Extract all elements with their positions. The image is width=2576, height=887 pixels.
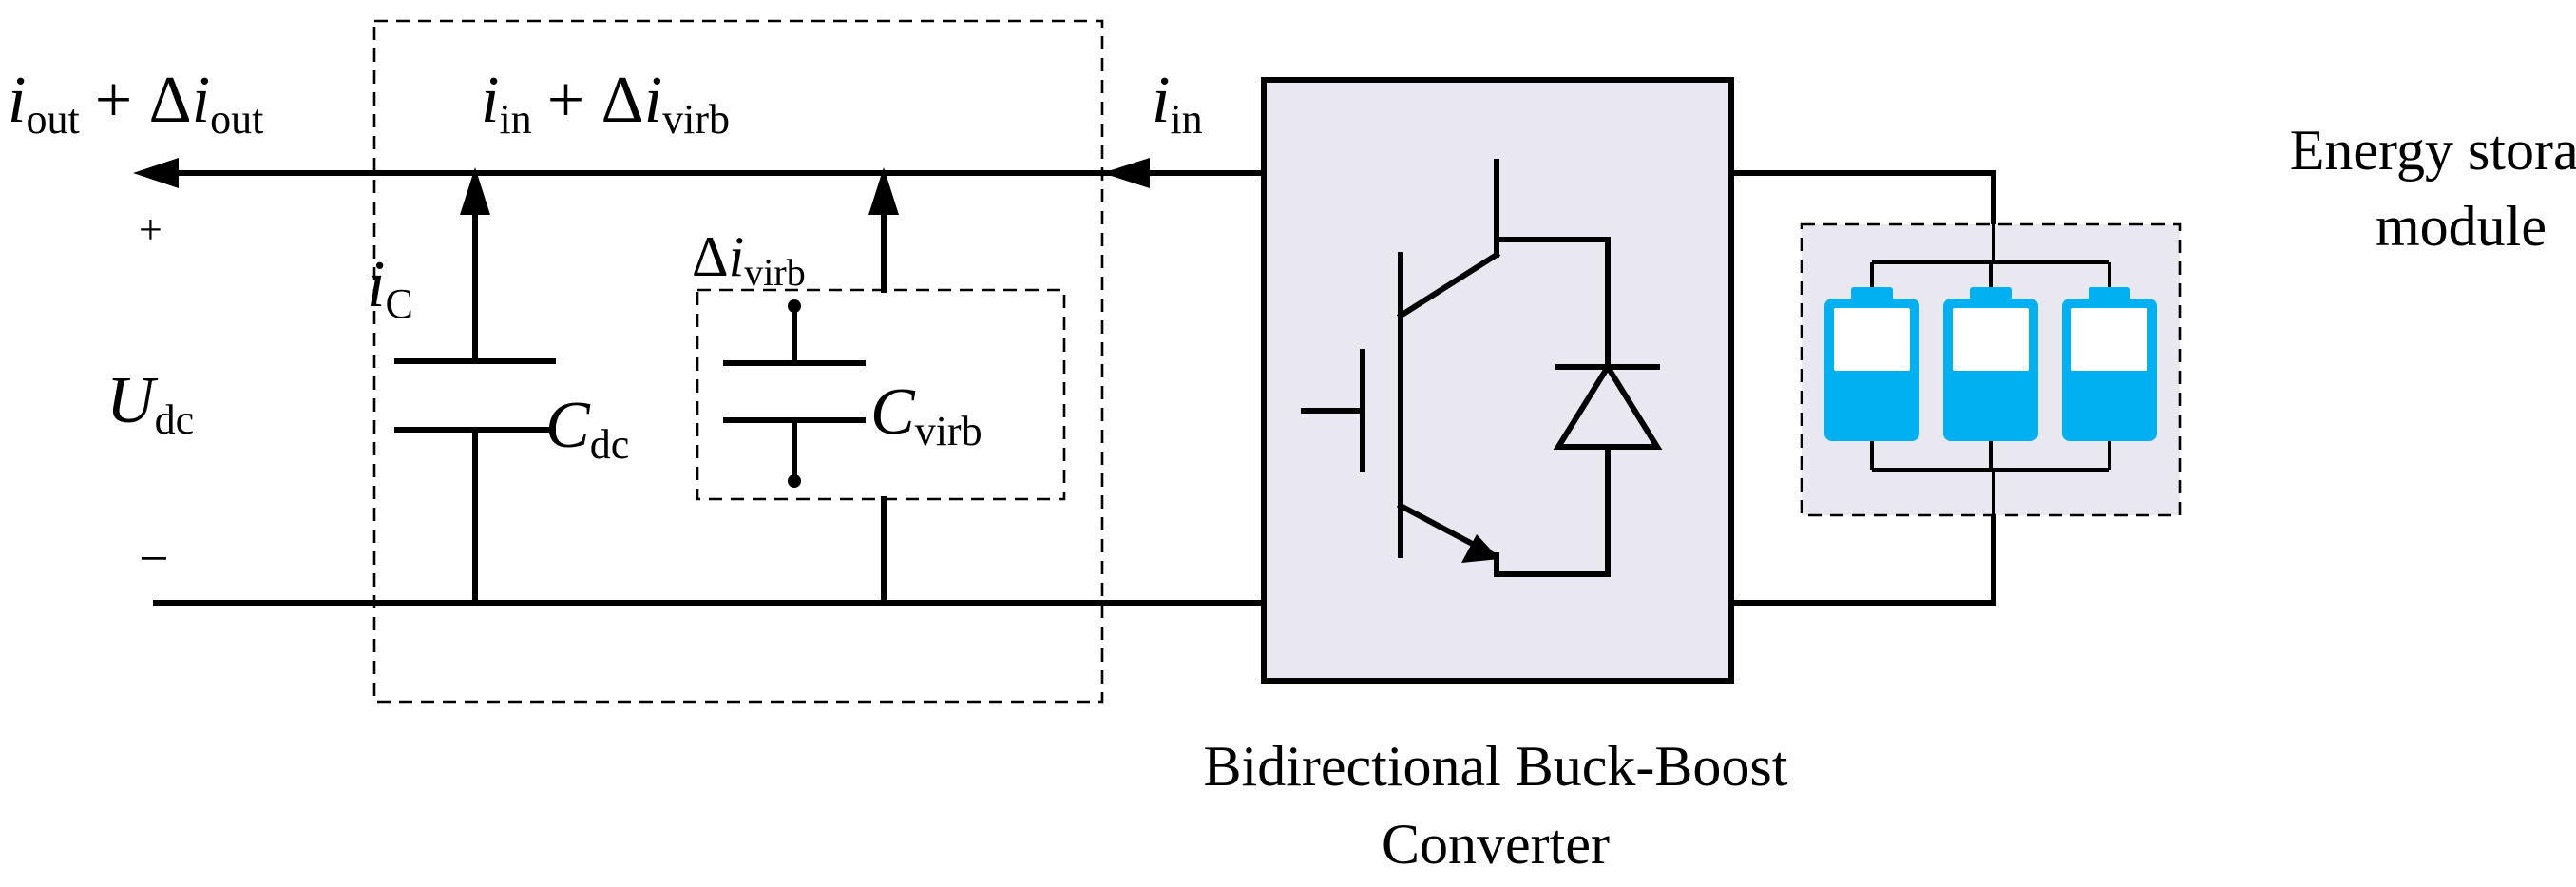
label-udc: Udc [106,364,194,443]
delta-ivirb-arrow [868,167,899,215]
battery-2-terminal [1970,287,2012,300]
label-cvirb: Cvirb [870,376,983,454]
battery-1-terminal [1851,287,1893,300]
storage-bottom-wire [1728,512,1996,606]
label-minus-terminal: − [139,530,169,588]
label-converter-line1: Bidirectional Buck-Boost [1204,735,1788,798]
igbt-emitter-arrow [1461,534,1499,563]
input-current-arrow [1102,158,1150,188]
cvirb-upper-node [788,299,801,313]
ic-current-arrow [460,167,490,215]
label-storage-line1: Energy storage [2290,119,2576,182]
label-i-out-plus-delta: iout+ Δiout [8,64,263,143]
dc-link-dashed-box [372,19,1104,704]
storage-top-wire [1728,170,1996,227]
label-converter-line2: Converter [1382,813,1610,876]
label-ic: iC [367,248,413,327]
label-cdc: Cdc [545,389,629,468]
label-delta-i-virb: Δivirb [692,225,806,294]
battery-2-empty-level [1953,308,2029,371]
output-current-arrow [133,158,179,188]
battery-3-terminal [2089,287,2130,300]
label-storage-line2: module [2376,195,2547,258]
battery-1-empty-level [1834,308,1910,371]
battery-3-empty-level [2071,308,2147,371]
label-i-in: iin [1152,64,1203,143]
diode-icon [1553,361,1663,450]
label-plus-terminal: + [139,206,162,253]
label-i-in-plus-delta-virb: iin+ Δivirb [481,64,730,143]
igbt-collector-diag [1396,250,1501,320]
cvirb-lower-node [788,474,801,488]
